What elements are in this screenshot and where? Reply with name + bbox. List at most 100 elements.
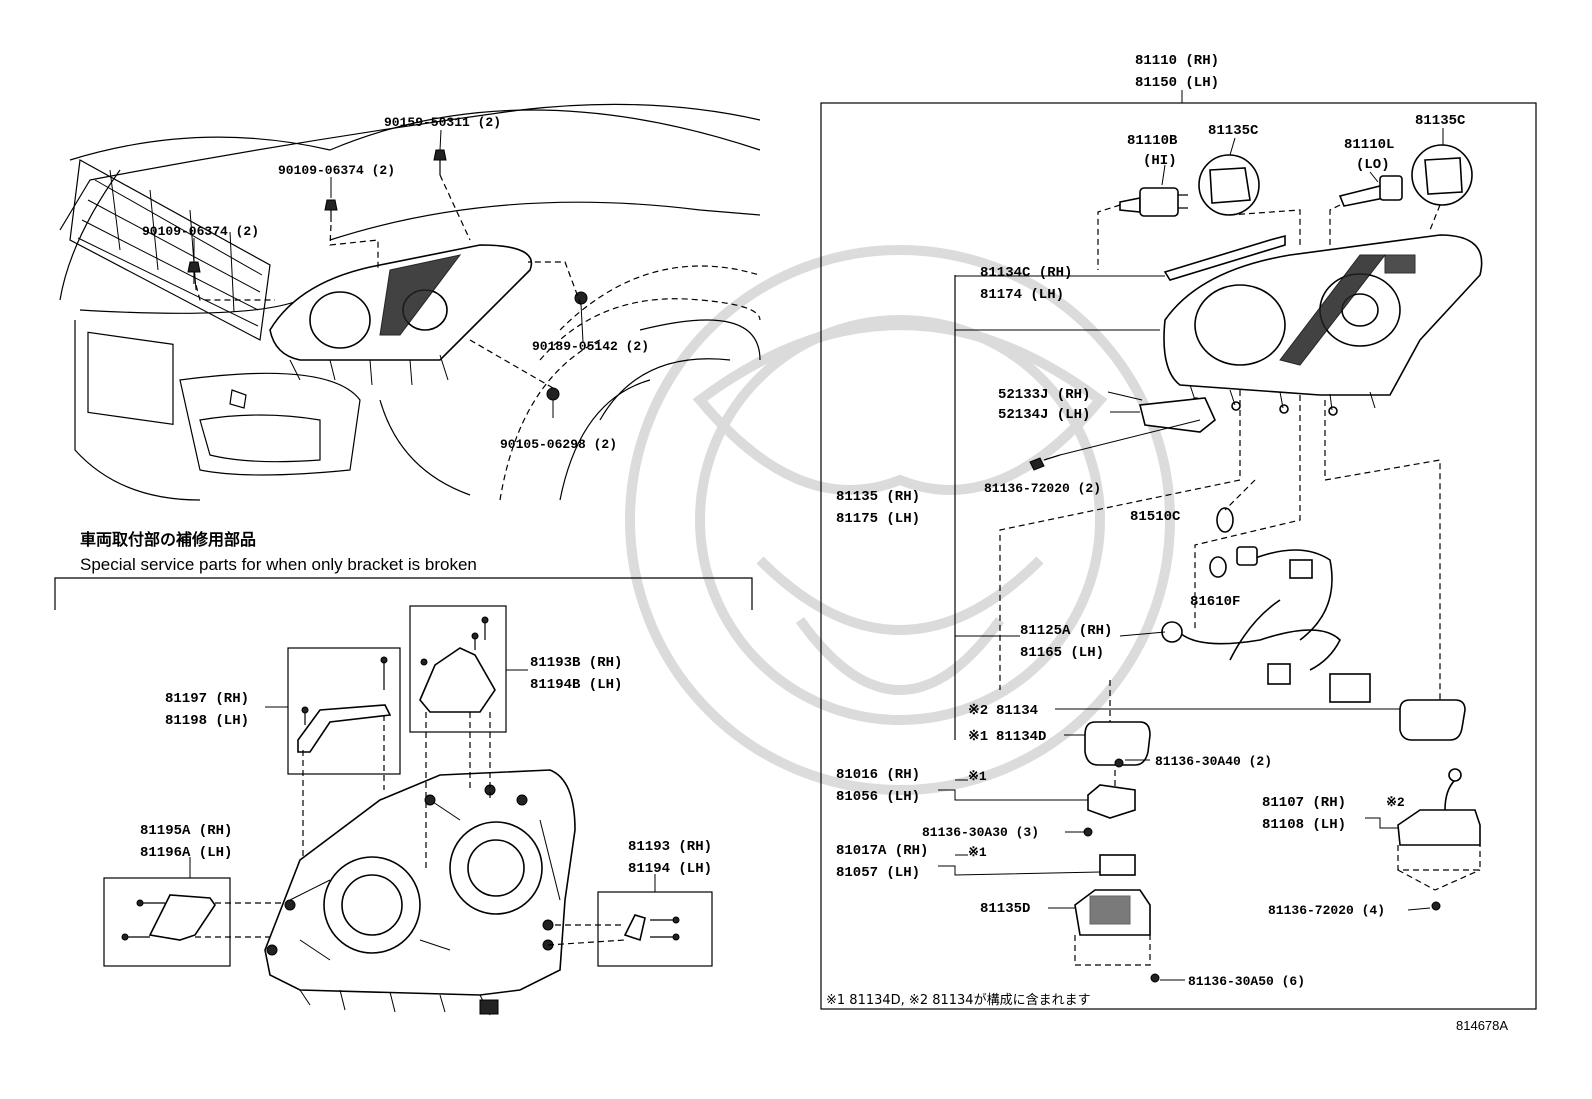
bracket-81197-part	[297, 656, 392, 753]
label-81057: 81057 (LH)	[836, 865, 920, 881]
mark-81017a: ※1	[968, 845, 987, 860]
bracket-section-title-en: Special service parts for when only brac…	[80, 555, 477, 574]
locator-81125a	[1194, 395, 1301, 630]
igniter-81016	[1083, 758, 1136, 837]
bracket-section-bracket-line	[54, 577, 753, 610]
locator-81135	[999, 390, 1241, 690]
bracket-81195a-part	[121, 894, 216, 941]
label-81198: 81198 (LH)	[165, 713, 249, 729]
label-81196a: 81196A (LH)	[140, 845, 232, 861]
label-81135: 81135 (RH)	[836, 489, 920, 505]
label-81125a: 81125A (RH)	[1020, 623, 1112, 639]
label-81135c-a: 81135C	[1208, 123, 1259, 139]
bulb-81510c	[1216, 507, 1234, 533]
footnote: ※1 81134D, ※2 81134が構成に含まれます	[826, 992, 1091, 1008]
mark-81107: ※2	[1386, 795, 1405, 810]
label-81016: 81016 (RH)	[836, 767, 920, 783]
headlamp-rear-view	[264, 769, 576, 1016]
label-90109-06374-b: 90109-06374 (2)	[142, 224, 259, 239]
leader-81135c-a	[1229, 137, 1236, 156]
leader-81110b	[1161, 164, 1166, 186]
label-81174: 81174 (LH)	[980, 287, 1064, 303]
label-90159-50311: 90159-50311 (2)	[384, 115, 501, 130]
label-52133j: 52133J (RH)	[998, 387, 1090, 403]
bulb-81110b-hi	[1119, 187, 1188, 217]
label-81136-72020-a: 81136-72020 (2)	[984, 481, 1101, 496]
label-81136-30a40: 81136-30A40 (2)	[1155, 754, 1272, 769]
leader-81016	[938, 789, 1088, 801]
bulb-81110l-lo	[1338, 175, 1403, 207]
label-81610f: 81610F	[1190, 594, 1240, 610]
mark-81016: ※1	[968, 769, 987, 784]
label-90105-06298: 90105-06298 (2)	[500, 437, 617, 452]
label-81134d: 81134D	[996, 729, 1046, 745]
label-90189-05142: 90189-05142 (2)	[532, 339, 649, 354]
label-81175: 81175 (LH)	[836, 511, 920, 527]
dust-cover-81135c-b	[1411, 144, 1473, 206]
label-81195a: 81195A (RH)	[140, 823, 232, 839]
cover-81135d	[1074, 889, 1160, 983]
label-81510c: 81510C	[1130, 509, 1181, 525]
box-81197	[287, 647, 401, 775]
label-81107: 81107 (RH)	[1262, 795, 1346, 811]
label-90109-06374-a: 90109-06374 (2)	[278, 163, 395, 178]
leader-72020b	[1407, 907, 1431, 911]
label-81194: 81194 (LH)	[628, 861, 712, 877]
bulb-81610f	[1209, 556, 1227, 578]
label-81110l-lo: (LO)	[1356, 157, 1390, 173]
label-81193b: 81193B (RH)	[530, 655, 622, 671]
locator-81135c-a	[1228, 209, 1301, 245]
label-81136-72020-b: 81136-72020 (4)	[1268, 903, 1385, 918]
label-81136-30a50: 81136-30A50 (6)	[1188, 974, 1305, 989]
box-81193b	[409, 605, 507, 733]
label-81108: 81108 (LH)	[1262, 817, 1346, 833]
mark-81134: ※2	[968, 703, 988, 719]
screw-81136-72020-a	[1029, 454, 1061, 471]
bracket-section-title-jp: 車両取付部の補修用部品	[80, 530, 256, 549]
label-81110l: 81110L	[1344, 137, 1394, 153]
bracket-81193-part	[623, 914, 680, 942]
socket-wire-81125a	[1161, 546, 1371, 703]
leader-52133j	[1059, 391, 1201, 456]
dust-cover-81135c-a	[1198, 154, 1260, 216]
headlamp-unit-81110	[1163, 234, 1483, 416]
label-81110b: 81110B	[1127, 133, 1178, 149]
label-81193: 81193 (RH)	[628, 839, 712, 855]
gasket-81134d	[1084, 721, 1151, 766]
leader-81017a	[938, 865, 1101, 876]
bracket-52133j	[1139, 397, 1216, 433]
assembly-frame	[820, 102, 1537, 1010]
label-81134c: 81134C (RH)	[980, 265, 1072, 281]
label-81165: 81165 (LH)	[1020, 645, 1104, 661]
locator-81110b	[1097, 204, 1121, 270]
leader-81107	[1365, 817, 1398, 829]
label-81197: 81197 (RH)	[165, 691, 249, 707]
ballast-81107	[1397, 768, 1481, 911]
locator-81193-b	[547, 939, 626, 946]
locator-81510c	[1224, 479, 1256, 511]
diagram-reference: 814678A	[1456, 1018, 1508, 1033]
label-81136-30a30: 81136-30A30 (3)	[922, 825, 1039, 840]
label-81134: 81134	[996, 703, 1038, 719]
label-81135d: 81135D	[980, 901, 1030, 917]
assembly-label-rh: 81110 (RH)	[1135, 53, 1219, 69]
mark-81134d: ※1	[968, 729, 988, 745]
label-81194b: 81194B (LH)	[530, 677, 622, 693]
connector-81017a	[1099, 854, 1136, 876]
box-81195a	[103, 877, 231, 967]
box-81193	[597, 891, 713, 967]
leader-81110l	[1369, 171, 1379, 183]
gasket-81134	[1399, 699, 1466, 741]
label-81056: 81056 (LH)	[836, 789, 920, 805]
leader-81125a-b	[1119, 631, 1166, 637]
label-81017a: 81017A (RH)	[836, 843, 928, 859]
locator-81134	[1324, 400, 1441, 700]
label-81110b-hi: (HI)	[1143, 153, 1177, 169]
label-52134j: 52134J (LH)	[998, 407, 1090, 423]
vehicle-front-illustration	[59, 103, 761, 501]
label-81135c-b: 81135C	[1415, 113, 1466, 129]
bracket-81193b-part	[419, 616, 496, 713]
assembly-label-lh: 81150 (LH)	[1135, 75, 1219, 91]
